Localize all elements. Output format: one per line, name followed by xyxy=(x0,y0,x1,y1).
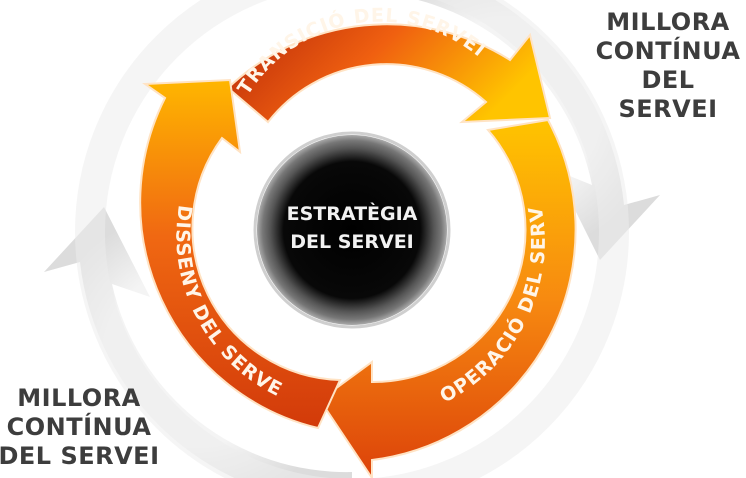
improvement-label-top-right: MILLORA CONTÍNUA DEL SERVEI xyxy=(588,8,746,124)
label-line: MILLORA xyxy=(17,384,141,412)
label-line: DEL SERVEI xyxy=(0,442,160,470)
center-label-line2: DEL SERVEI xyxy=(290,231,414,253)
center-label-line1: ESTRATÈGIA xyxy=(287,202,418,225)
stage-arrow-transition xyxy=(226,23,552,124)
stage-arrow-design xyxy=(139,78,342,430)
center-strategy-node: ESTRATÈGIA DEL SERVEI xyxy=(253,131,451,329)
improvement-label-bottom-left: MILLORA CONTÍNUA DEL SERVEI xyxy=(0,384,164,471)
label-line: CONTÍNUA xyxy=(6,413,152,441)
outer-improvement-cycle xyxy=(44,0,660,478)
label-line: CONTÍNUA xyxy=(595,37,741,65)
label-line: MILLORA xyxy=(606,8,730,36)
label-line: DEL SERVEI xyxy=(618,66,718,123)
